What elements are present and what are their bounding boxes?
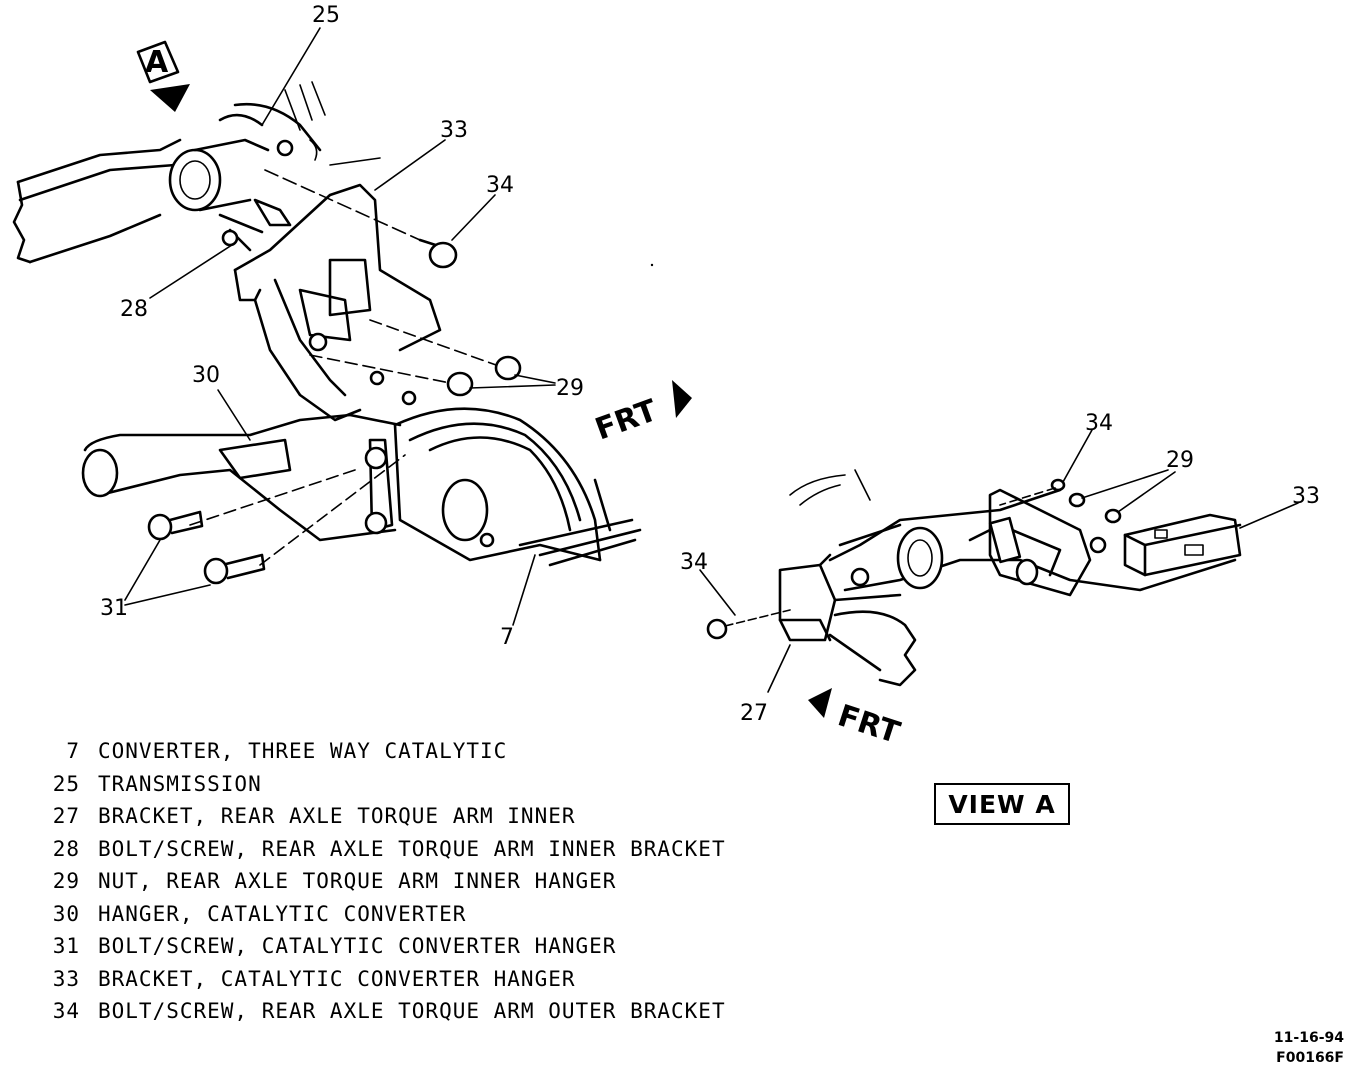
legend-number: 28 bbox=[52, 836, 80, 861]
legend-row: 33 BRACKET, CATALYTIC CONVERTER HANGER bbox=[40, 963, 800, 996]
callout-34: 34 bbox=[486, 173, 514, 198]
callout-25: 25 bbox=[312, 3, 340, 28]
legend-row: 7 CONVERTER, THREE WAY CATALYTIC bbox=[40, 735, 800, 768]
view-a-label: VIEW A bbox=[934, 783, 1070, 825]
legend-number: 29 bbox=[52, 869, 80, 894]
legend-text: BRACKET, CATALYTIC CONVERTER HANGER bbox=[98, 966, 576, 991]
legend-text: TRANSMISSION bbox=[98, 771, 262, 796]
legend-text: BOLT/SCREW, REAR AXLE TORQUE ARM OUTER B… bbox=[98, 999, 726, 1024]
legend-row: 31 BOLT/SCREW, CATALYTIC CONVERTER HANGER bbox=[40, 930, 800, 963]
legend-text: CONVERTER, THREE WAY CATALYTIC bbox=[98, 739, 508, 764]
parts-legend: 7 CONVERTER, THREE WAY CATALYTIC 25 TRANSMI… bbox=[40, 735, 800, 1028]
callout-7: 7 bbox=[500, 625, 514, 650]
leader-lines-main bbox=[124, 27, 556, 626]
legend-number: 25 bbox=[52, 771, 80, 796]
legend-row: 28 BOLT/SCREW, REAR AXLE TORQUE ARM INNER… bbox=[40, 833, 800, 866]
legend-row: 27 BRACKET, REAR AXLE TORQUE ARM INNER bbox=[40, 800, 800, 833]
callouts-view: 34 29 33 34 27 bbox=[680, 411, 1320, 726]
callout-31: 31 bbox=[100, 596, 128, 621]
frt-label-main: FRT bbox=[591, 393, 662, 448]
legend-number: 30 bbox=[52, 901, 80, 926]
date-code: 11-16-94 bbox=[1273, 1030, 1344, 1046]
frt-label-view: FRT bbox=[834, 698, 905, 751]
view-a-flag-letter: A bbox=[145, 45, 169, 80]
legend-number: 7 bbox=[66, 739, 80, 764]
bolt-31-lower bbox=[203, 553, 266, 585]
leader-lines-view bbox=[699, 429, 1299, 693]
view-a-assembly: FRT bbox=[706, 469, 1242, 751]
frt-arrow-view: FRT bbox=[808, 688, 904, 751]
legend-text: NUT, REAR AXLE TORQUE ARM INNER HANGER bbox=[98, 869, 617, 894]
view-a-flag-arrow: A bbox=[136, 40, 190, 112]
legend-row: 25 TRANSMISSION bbox=[40, 768, 800, 801]
legend-number: 34 bbox=[52, 999, 80, 1024]
legend-row: 34 BOLT/SCREW, REAR AXLE TORQUE ARM OUTER… bbox=[40, 995, 800, 1028]
view-callout-34-left: 34 bbox=[680, 550, 708, 575]
callouts-main: 25 33 34 28 30 29 31 7 bbox=[100, 3, 584, 650]
legend-row: 30 HANGER, CATALYTIC CONVERTER bbox=[40, 898, 800, 931]
legend-number: 27 bbox=[52, 804, 80, 829]
legend-text: BRACKET, REAR AXLE TORQUE ARM INNER bbox=[98, 804, 576, 829]
legend-text: BOLT/SCREW, CATALYTIC CONVERTER HANGER bbox=[98, 934, 617, 959]
view-callout-29: 29 bbox=[1166, 448, 1194, 473]
legend-row: 29 NUT, REAR AXLE TORQUE ARM INNER HANGER bbox=[40, 865, 800, 898]
callout-28: 28 bbox=[120, 297, 148, 322]
legend-number: 31 bbox=[52, 934, 80, 959]
view-callout-33: 33 bbox=[1292, 484, 1320, 509]
bolt-31-upper bbox=[147, 510, 204, 541]
main-assembly: A bbox=[12, 40, 692, 585]
figure-id: F00166F bbox=[1276, 1050, 1344, 1066]
callout-30: 30 bbox=[192, 363, 220, 388]
legend-text: HANGER, CATALYTIC CONVERTER bbox=[98, 901, 467, 926]
legend-number: 33 bbox=[52, 966, 80, 991]
frt-arrow-main: FRT bbox=[591, 380, 692, 448]
view-callout-27: 27 bbox=[740, 701, 768, 726]
legend-text: BOLT/SCREW, REAR AXLE TORQUE ARM INNER B… bbox=[98, 836, 726, 861]
view-callout-34-top: 34 bbox=[1085, 411, 1113, 436]
callout-29: 29 bbox=[556, 376, 584, 401]
callout-33: 33 bbox=[440, 118, 468, 143]
